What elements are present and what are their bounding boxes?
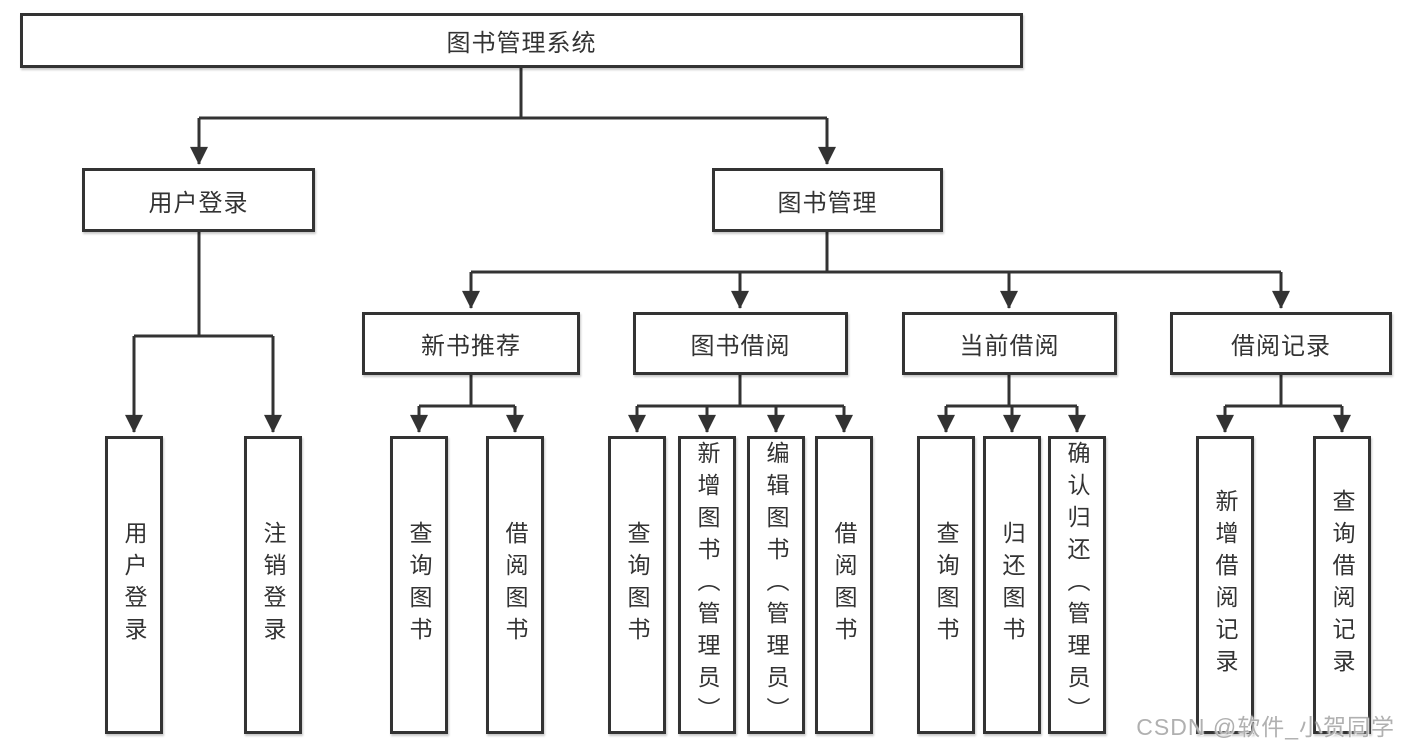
node-label: 查询借阅记录: [1329, 489, 1355, 681]
leaf-query-books-current: 查询图书: [917, 436, 975, 734]
leaf-logout: 注销登录: [244, 436, 302, 734]
node-label: 确认归还（管理员）: [1064, 441, 1090, 729]
watermark-text: CSDN @软件_小贺同学: [1136, 714, 1395, 740]
leaf-borrow-books-borrow: 借阅图书: [815, 436, 873, 734]
node-new-book-recommendation: 新书推荐: [362, 312, 580, 375]
leaf-add-books-admin: 新增图书（管理员）: [678, 436, 736, 734]
node-label: 图书借阅: [690, 333, 791, 360]
node-label: 当前借阅: [959, 333, 1060, 360]
node-book-borrowing: 图书借阅: [633, 312, 848, 375]
node-label: 归还图书: [999, 521, 1025, 649]
node-label: 新增借阅记录: [1212, 489, 1238, 681]
node-label: 注销登录: [260, 521, 286, 649]
leaf-return-books: 归还图书: [983, 436, 1041, 734]
node-borrowing-records: 借阅记录: [1170, 312, 1392, 375]
node-label: 借阅图书: [831, 521, 857, 649]
leaf-query-borrow-record: 查询借阅记录: [1313, 436, 1371, 734]
leaf-query-books-borrow: 查询图书: [608, 436, 666, 734]
leaf-user-login: 用户登录: [105, 436, 163, 734]
leaf-add-borrow-record: 新增借阅记录: [1196, 436, 1254, 734]
node-label: 查询图书: [406, 521, 432, 649]
leaf-confirm-return-admin: 确认归还（管理员）: [1048, 436, 1106, 734]
node-user-login: 用户登录: [82, 168, 315, 232]
node-label: 新增图书（管理员）: [694, 441, 720, 729]
node-book-management: 图书管理: [712, 168, 943, 232]
node-label: 用户登录: [148, 189, 249, 217]
node-label: 用户登录: [121, 521, 147, 649]
node-label: 查询图书: [624, 521, 650, 649]
node-label: 编辑图书（管理员）: [763, 441, 789, 729]
node-label: 借阅记录: [1231, 333, 1331, 360]
node-current-borrowing: 当前借阅: [902, 312, 1117, 375]
node-label: 新书推荐: [421, 333, 521, 360]
node-label: 借阅图书: [502, 521, 528, 649]
leaf-edit-books-admin: 编辑图书（管理员）: [747, 436, 805, 734]
node-label: 图书管理系统: [446, 30, 597, 57]
node-system-root: 图书管理系统: [20, 13, 1023, 68]
node-label: 查询图书: [933, 521, 959, 649]
node-label: 图书管理: [777, 189, 878, 217]
leaf-borrow-books-recommend: 借阅图书: [486, 436, 544, 734]
leaf-query-books-recommend: 查询图书: [390, 436, 448, 734]
